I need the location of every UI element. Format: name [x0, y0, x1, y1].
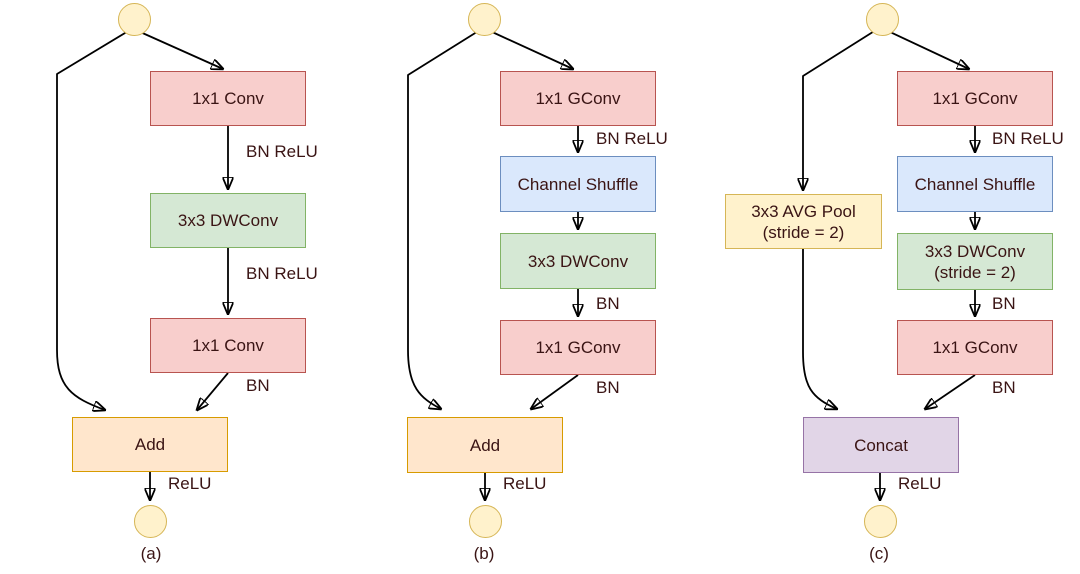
edge-a-shortcut-to-add [56, 29, 131, 410]
node-a-conv2: 1x1 Conv [150, 318, 306, 373]
node-c-avgpool-label-line2: (stride = 2) [762, 222, 845, 242]
edge-label-a-bn-relu-2: BN ReLU [246, 264, 318, 283]
input-node-a [118, 3, 151, 36]
node-b-dwconv: 3x3 DWConv [500, 233, 656, 289]
node-b-gconv1-label: 1x1 GConv [535, 89, 621, 108]
edge-label-c-bn-2: BN [992, 378, 1016, 397]
node-a-conv1: 1x1 Conv [150, 71, 306, 126]
edge-c-gconv2-to-concat [925, 374, 976, 409]
edge-label-a-bn: BN [246, 376, 270, 395]
edge-c-input-to-gconv1 [887, 30, 969, 69]
node-c-shuffle: Channel Shuffle [897, 156, 1053, 212]
edge-label-c-bn-1: BN [992, 294, 1016, 313]
node-b-gconv2-label: 1x1 GConv [535, 338, 621, 357]
node-c-gconv2: 1x1 GConv [897, 320, 1053, 375]
node-c-avgpool: 3x3 AVG Pool (stride = 2) [725, 194, 882, 249]
output-node-c [864, 505, 897, 538]
edge-label-b-bn-2: BN [596, 378, 620, 397]
node-a-add-label: Add [134, 435, 166, 454]
edge-label-c-bn-relu: BN ReLU [992, 129, 1064, 148]
node-a-add: Add [72, 417, 228, 472]
edge-a-input-to-conv1 [137, 30, 223, 69]
edge-b-gconv2-to-add [531, 374, 579, 409]
node-b-shuffle-label: Channel Shuffle [517, 174, 639, 194]
edge-label-a-bn-relu-1: BN ReLU [246, 142, 318, 161]
output-node-a [134, 505, 167, 538]
node-c-dwconv-label-line1: 3x3 DWConv [924, 241, 1026, 261]
node-b-gconv1: 1x1 GConv [500, 71, 656, 126]
edge-label-b-relu: ReLU [503, 474, 547, 493]
edge-label-b-bn-1: BN [596, 294, 620, 313]
caption-c: (c) [869, 544, 889, 563]
node-c-concat-label: Concat [854, 435, 908, 455]
input-node-c [866, 3, 899, 36]
node-c-shuffle-label: Channel Shuffle [914, 174, 1036, 194]
node-a-dwconv-label: 3x3 DWConv [177, 211, 279, 230]
caption-b: (b) [473, 544, 495, 563]
node-c-dwconv: 3x3 DWConv (stride = 2) [897, 233, 1053, 290]
node-b-dwconv-label: 3x3 DWConv [527, 251, 629, 271]
node-c-gconv1: 1x1 GConv [897, 71, 1053, 126]
node-b-add-label: Add [469, 435, 501, 455]
node-b-gconv2: 1x1 GConv [500, 320, 656, 375]
edge-label-a-relu: ReLU [168, 474, 212, 493]
node-c-avgpool-label-line1: 3x3 AVG Pool [751, 201, 856, 221]
node-a-conv2-label: 1x1 Conv [192, 336, 264, 355]
node-c-concat: Concat [803, 417, 959, 473]
edge-label-b-bn-relu: BN ReLU [596, 129, 668, 148]
node-c-gconv2-label: 1x1 GConv [932, 338, 1018, 357]
edge-c-avgpool-to-concat [802, 249, 837, 409]
edge-c-input-to-avgpool [803, 29, 877, 190]
output-node-b [469, 505, 502, 538]
input-node-b [468, 3, 501, 36]
edge-b-shortcut-to-add [407, 29, 481, 409]
node-a-conv1-label: 1x1 Conv [192, 89, 264, 108]
node-c-gconv1-label: 1x1 GConv [932, 89, 1018, 108]
node-c-dwconv-label-line2: (stride = 2) [934, 262, 1016, 282]
edge-label-c-relu: ReLU [898, 474, 942, 493]
edge-b-input-to-gconv1 [489, 30, 573, 69]
node-b-shuffle: Channel Shuffle [500, 156, 656, 212]
node-b-add: Add [407, 417, 563, 473]
edge-a-conv2-to-add [197, 372, 229, 410]
node-a-dwconv: 3x3 DWConv [150, 193, 306, 248]
caption-a: (a) [140, 544, 162, 563]
